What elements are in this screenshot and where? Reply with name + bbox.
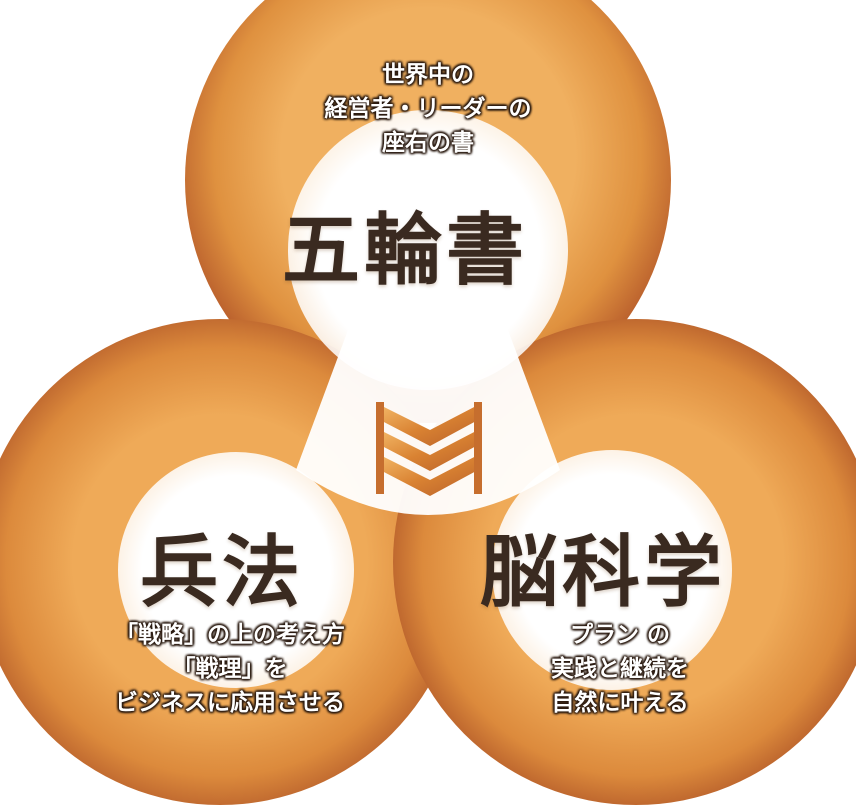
right-title: 脳科学 (480, 527, 727, 618)
left-caption-line-3: ビジネスに応用させる (115, 690, 345, 716)
right-caption-line-3: 自然に叶える (551, 690, 689, 716)
top-caption-line-1: 世界中の (382, 62, 474, 88)
right-caption-line-2: 実践と継続を (551, 656, 689, 682)
left-caption: 「戦略」の上の考え方 「戦理」を ビジネスに応用させる (60, 618, 400, 720)
center-triangle (296, 305, 560, 515)
left-title: 兵法 (140, 527, 305, 618)
left-caption-line-1: 「戦略」の上の考え方 (115, 622, 345, 648)
top-caption-line-2: 経営者・リーダーの (324, 96, 532, 122)
right-caption: プラン の 実践と継続を 自然に叶える (470, 618, 770, 720)
left-inner (118, 452, 354, 688)
top-title: 五輪書 (282, 205, 529, 296)
top-caption-line-3: 座右の書 (382, 130, 474, 156)
right-caption-line-1: プラン の (569, 622, 670, 648)
right-inner (492, 450, 732, 690)
stacked-chevron-logo-icon (376, 402, 482, 496)
left-caption-line-2: 「戦理」を (172, 656, 288, 682)
top-caption: 世界中の 経営者・リーダーの 座右の書 (278, 58, 578, 160)
top-inner (288, 110, 568, 390)
